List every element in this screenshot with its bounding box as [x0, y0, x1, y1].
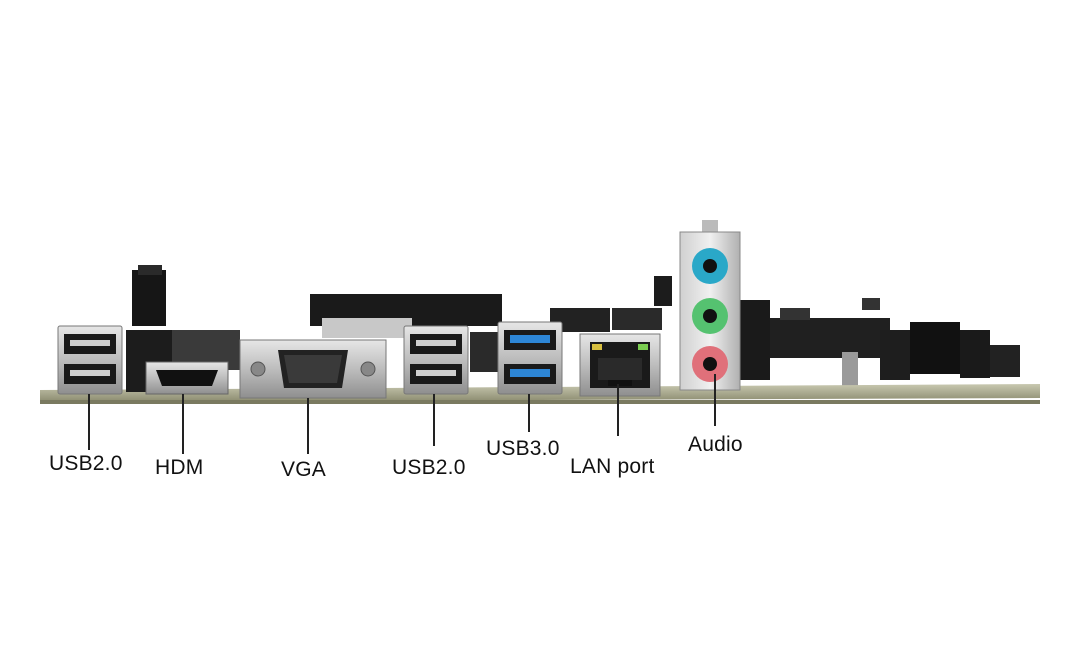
lan-label: LAN port: [570, 455, 655, 478]
hdmi-port: [145, 361, 229, 395]
usb2-left-leader: [88, 394, 90, 450]
audio-label: Audio: [688, 433, 743, 456]
lan-leader: [617, 384, 619, 436]
usb3-port-stack: [497, 321, 563, 395]
usb3-leader: [528, 394, 530, 432]
vga-port: [239, 339, 387, 399]
usb2-left-label: USB2.0: [49, 452, 123, 475]
rear-components: [132, 265, 1020, 388]
usb2-mid-leader: [433, 394, 435, 446]
usb2-mid-label: USB2.0: [392, 456, 466, 479]
audio-leader: [714, 374, 716, 426]
hdmi-label: HDM: [155, 456, 204, 479]
usb2-left-port-stack: [57, 325, 123, 395]
vga-label: VGA: [281, 458, 326, 481]
usb2-mid-port-stack: [403, 325, 469, 395]
usb3-label: USB3.0: [486, 437, 560, 460]
hdmi-leader: [182, 394, 184, 454]
lan-port: [579, 333, 661, 397]
audio-jack-stack: [679, 220, 741, 391]
leader-lines: [88, 374, 716, 454]
vga-leader: [307, 398, 309, 454]
